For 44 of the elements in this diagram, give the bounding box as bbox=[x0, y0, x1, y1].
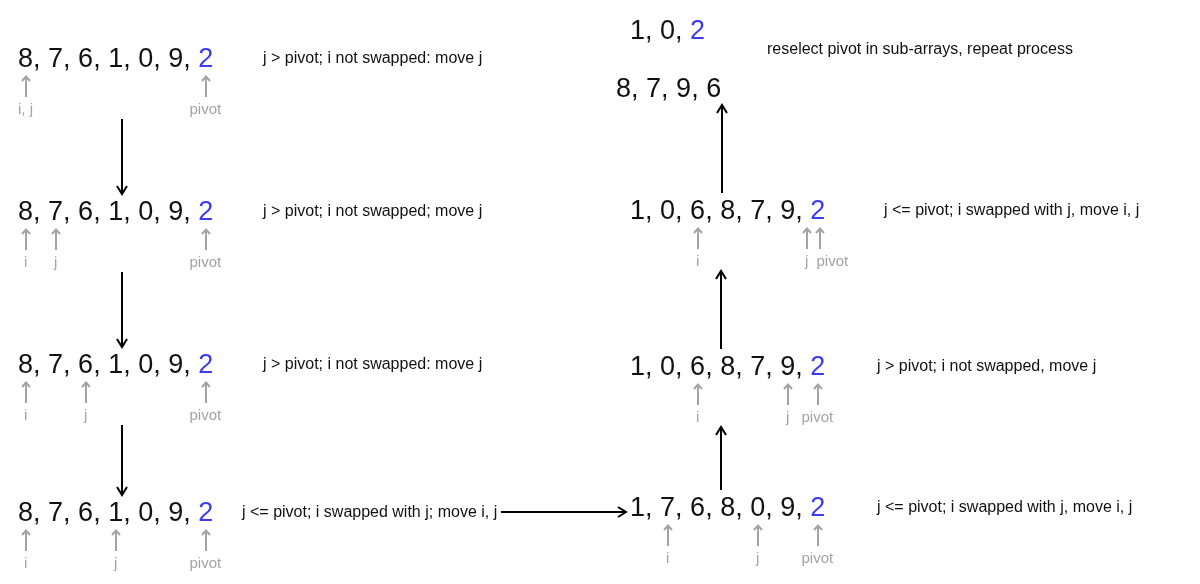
arrow bbox=[116, 118, 128, 195]
pointer-label: i, j bbox=[18, 101, 33, 117]
arrow bbox=[716, 104, 728, 194]
arrow bbox=[715, 426, 727, 491]
pointer-label: pivot bbox=[816, 253, 849, 269]
arrow bbox=[116, 424, 128, 496]
array-text: 8, 7, 6, 1, 0, 9, 2 bbox=[18, 43, 214, 73]
step-description: j <= pivot; i swapped with j, move i, j bbox=[877, 497, 1133, 517]
pointer-label: pivot bbox=[189, 407, 222, 423]
array-text: 1, 7, 6, 8, 0, 9, 2 bbox=[630, 492, 826, 522]
pointer-label: j bbox=[805, 253, 809, 269]
array-text: 1, 0, 6, 8, 7, 9, 2 bbox=[630, 195, 826, 225]
pointer-label: j bbox=[756, 550, 760, 566]
pointer-label: j bbox=[114, 555, 118, 571]
pointer-label: i bbox=[696, 253, 700, 269]
pointer-label: pivot bbox=[801, 550, 834, 566]
array-text: 1, 0, 2 bbox=[630, 15, 706, 45]
pointer-label: pivot bbox=[189, 101, 222, 117]
pointer-label: i bbox=[696, 409, 700, 425]
array-text: 8, 7, 6, 1, 0, 9, 2 bbox=[18, 349, 214, 379]
step-description: j > pivot; i not swapped; move j bbox=[263, 201, 483, 221]
step-description: j > pivot; i not swapped, move j bbox=[877, 356, 1097, 376]
array-text: 1, 0, 6, 8, 7, 9, 2 bbox=[630, 351, 826, 381]
pointer-label: i bbox=[666, 550, 670, 566]
arrow bbox=[500, 506, 627, 518]
pointer-label: j bbox=[54, 254, 58, 270]
pointer-label: pivot bbox=[801, 409, 834, 425]
pointer-label: pivot bbox=[189, 254, 222, 270]
note-text: reselect pivot in sub-arrays, repeat process bbox=[767, 39, 1073, 59]
pointer-label: i bbox=[24, 254, 28, 270]
pointer-label: i bbox=[24, 555, 28, 571]
pointer-label: j bbox=[84, 407, 88, 423]
step-description: j <= pivot; i swapped with j, move i, j bbox=[884, 200, 1140, 220]
step-description: j > pivot; i not swapped: move j bbox=[263, 354, 483, 374]
array-text: 8, 7, 6, 1, 0, 9, 2 bbox=[18, 196, 214, 226]
arrow bbox=[116, 271, 128, 348]
pointer-label: j bbox=[786, 409, 790, 425]
array-text: 8, 7, 6, 1, 0, 9, 2 bbox=[18, 497, 214, 527]
pointer-label: i bbox=[24, 407, 28, 423]
arrow bbox=[715, 270, 727, 350]
array-text: 8, 7, 9, 6 bbox=[616, 73, 722, 103]
step-description: j > pivot; i not swapped: move j bbox=[263, 48, 483, 68]
pointer-label: pivot bbox=[189, 555, 222, 571]
step-description: j <= pivot; i swapped with j; move i, j bbox=[242, 502, 498, 522]
